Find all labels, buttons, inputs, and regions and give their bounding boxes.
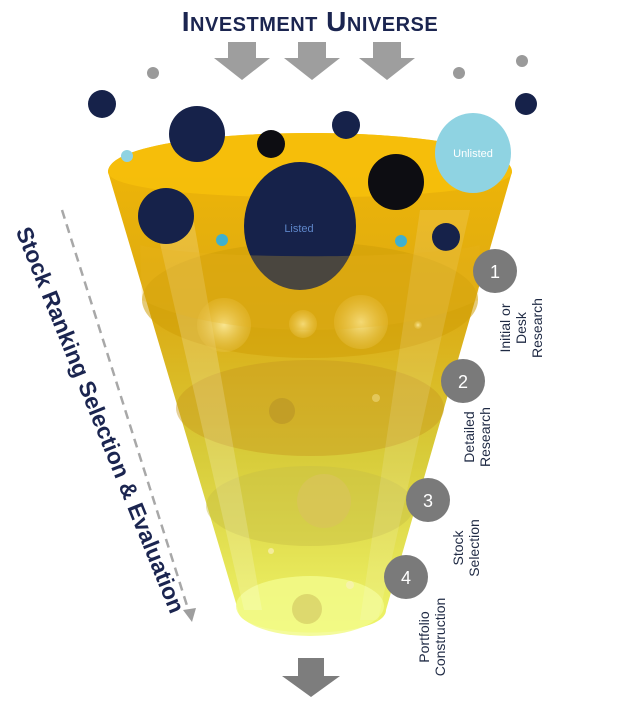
step-circle-4	[384, 555, 428, 599]
step-label-line: Portfolio	[416, 611, 432, 663]
inner-bubble	[289, 310, 317, 338]
inner-bubbles	[197, 295, 422, 624]
inner-bubble	[297, 474, 351, 528]
arrow-down-icon	[284, 42, 340, 80]
company-bubble	[138, 188, 194, 244]
step-label-1: Initial or Desk Research	[497, 298, 545, 358]
step-label-line: Initial or	[497, 303, 513, 353]
funnel-front-glass	[140, 245, 480, 330]
funnel-band-2	[176, 360, 444, 456]
step-label-line: Construction	[432, 597, 448, 677]
page-title: Investment Universe	[181, 6, 439, 37]
step-label-line: Research	[529, 298, 545, 358]
inner-bubble	[334, 295, 388, 349]
step-label-line: Desk	[513, 312, 529, 344]
step-label-2: Detailed Research	[461, 407, 493, 467]
step-label-line: Detailed	[461, 411, 477, 463]
arrow-down-icon	[183, 608, 196, 622]
company-bubble	[332, 111, 360, 139]
company-bubble	[368, 154, 424, 210]
small-bubble	[395, 235, 407, 247]
small-bubble	[453, 67, 465, 79]
inner-bubble	[292, 594, 322, 624]
step-label-line: Stock	[450, 530, 466, 566]
process-dashed-line	[60, 209, 191, 613]
inner-bubble	[269, 398, 295, 424]
unlisted-bubble	[435, 113, 511, 193]
input-arrows	[214, 42, 415, 80]
light-streak	[150, 200, 262, 610]
arrow-down-icon	[214, 42, 270, 80]
step-number: 1	[490, 262, 500, 282]
inner-bubble	[372, 394, 380, 402]
unlisted-label: Unlisted	[453, 148, 493, 160]
inner-bubble	[414, 321, 422, 329]
light-streak	[360, 210, 470, 620]
step-number: 3	[423, 491, 433, 511]
small-bubble	[216, 234, 228, 246]
step-label-4: Portfolio Construction	[416, 598, 448, 677]
step-label-line: Selection	[466, 519, 482, 577]
company-bubble	[88, 90, 116, 118]
step-circle-1	[473, 249, 517, 293]
universe-bubbles: Unlisted Listed	[88, 55, 537, 290]
small-bubble	[516, 55, 528, 67]
step-markers: 1 2 3 4	[384, 249, 517, 599]
output-arrow-down-icon	[282, 658, 340, 697]
inner-bubble	[268, 548, 274, 554]
step-circle-3	[406, 478, 450, 522]
small-bubble	[121, 150, 133, 162]
step-circle-2	[441, 359, 485, 403]
listed-bubble	[244, 162, 356, 290]
company-bubble	[515, 93, 537, 115]
step-number: 4	[401, 568, 411, 588]
step-number: 2	[458, 372, 468, 392]
inner-bubble	[346, 581, 354, 589]
company-bubble	[169, 106, 225, 162]
company-bubble	[432, 223, 460, 251]
arrow-down-icon	[359, 42, 415, 80]
company-bubble	[257, 130, 285, 158]
small-bubble	[147, 67, 159, 79]
inner-bubble	[197, 298, 251, 352]
listed-label: Listed	[284, 223, 313, 235]
step-label-line: Research	[477, 407, 493, 467]
step-label-3: Stock Selection	[450, 519, 482, 577]
